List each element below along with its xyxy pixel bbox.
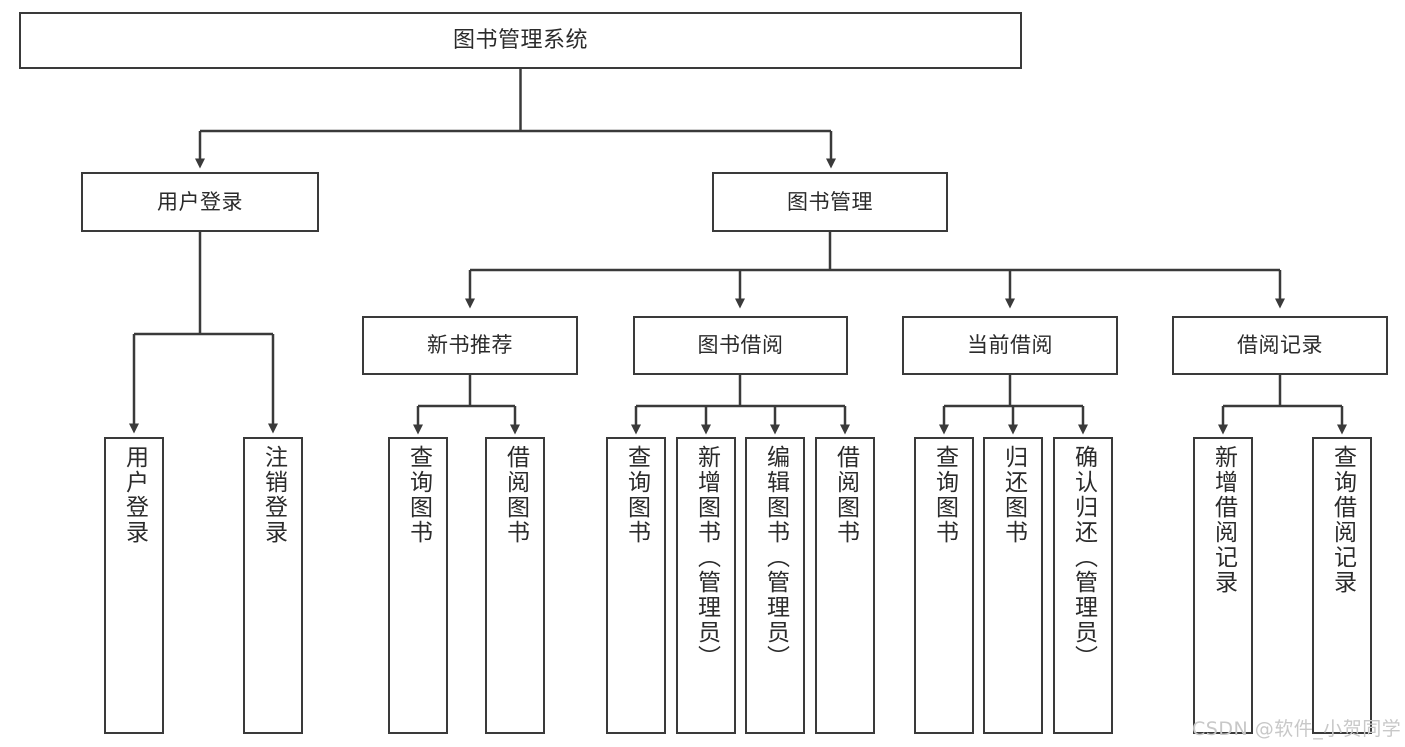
- node-leaf-edit-book-admin-label: 编辑图书（管理员）: [762, 445, 789, 670]
- node-leaf-borrow-book-2-label: 借阅图书: [832, 445, 859, 545]
- node-current-borrow[interactable]: 当前借阅: [902, 316, 1118, 375]
- node-new-book-recommend-label: 新书推荐: [427, 333, 513, 358]
- node-leaf-user-logout-label: 注销登录: [260, 445, 287, 545]
- node-leaf-query-borrow-record[interactable]: 查询借阅记录: [1312, 437, 1372, 734]
- node-leaf-confirm-return-admin-label: 确认归还（管理员）: [1070, 445, 1097, 670]
- node-user-login[interactable]: 用户登录: [81, 172, 319, 232]
- node-current-borrow-label: 当前借阅: [967, 333, 1053, 358]
- node-book-manage-label: 图书管理: [787, 189, 873, 214]
- node-leaf-add-book-admin-label: 新增图书（管理员）: [693, 445, 720, 670]
- csdn-watermark: CSDN @软件_小贺同学: [1192, 718, 1402, 740]
- node-borrow-record[interactable]: 借阅记录: [1172, 316, 1388, 375]
- node-user-login-label: 用户登录: [157, 189, 243, 214]
- node-new-book-recommend[interactable]: 新书推荐: [362, 316, 578, 375]
- node-leaf-query-book-2[interactable]: 查询图书: [606, 437, 666, 734]
- node-root-label: 图书管理系统: [452, 27, 588, 53]
- node-borrow-record-label: 借阅记录: [1237, 333, 1323, 358]
- node-book-borrow[interactable]: 图书借阅: [633, 316, 848, 375]
- node-leaf-query-book-1[interactable]: 查询图书: [388, 437, 448, 734]
- node-leaf-edit-book-admin[interactable]: 编辑图书（管理员）: [745, 437, 805, 734]
- node-leaf-borrow-book-1-label: 借阅图书: [502, 445, 529, 545]
- node-leaf-user-logout[interactable]: 注销登录: [243, 437, 303, 734]
- node-book-borrow-label: 图书借阅: [697, 333, 784, 358]
- node-leaf-add-book-admin[interactable]: 新增图书（管理员）: [676, 437, 736, 734]
- node-leaf-query-book-1-label: 查询图书: [405, 445, 432, 545]
- node-leaf-confirm-return-admin[interactable]: 确认归还（管理员）: [1053, 437, 1113, 734]
- node-leaf-user-login-label: 用户登录: [121, 445, 148, 545]
- node-leaf-add-borrow-record-label: 新增借阅记录: [1210, 445, 1237, 595]
- node-book-manage[interactable]: 图书管理: [712, 172, 948, 232]
- node-leaf-query-book-3[interactable]: 查询图书: [914, 437, 974, 734]
- node-leaf-query-book-2-label: 查询图书: [623, 445, 650, 545]
- node-leaf-return-book-label: 归还图书: [1000, 445, 1027, 545]
- node-leaf-borrow-book-1[interactable]: 借阅图书: [485, 437, 545, 734]
- node-leaf-query-borrow-record-label: 查询借阅记录: [1329, 445, 1356, 595]
- node-leaf-add-borrow-record[interactable]: 新增借阅记录: [1193, 437, 1253, 734]
- node-leaf-borrow-book-2[interactable]: 借阅图书: [815, 437, 875, 734]
- node-root[interactable]: 图书管理系统: [19, 12, 1022, 69]
- node-leaf-return-book[interactable]: 归还图书: [983, 437, 1043, 734]
- node-leaf-query-book-3-label: 查询图书: [931, 445, 958, 545]
- node-leaf-user-login[interactable]: 用户登录: [104, 437, 164, 734]
